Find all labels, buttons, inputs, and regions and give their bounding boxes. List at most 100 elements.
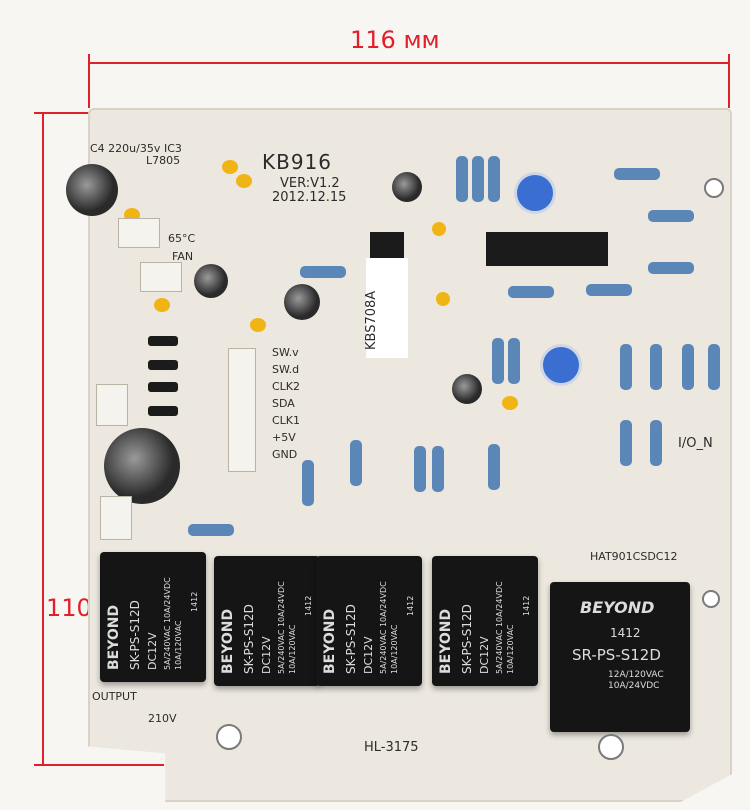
height-dimension-tick-top [34, 112, 90, 114]
resistor [188, 524, 234, 536]
resistor [414, 446, 426, 492]
relay-brand: BEYOND [106, 604, 122, 670]
connector-label: SW.v [272, 346, 299, 359]
trimmer-vr2 [540, 344, 582, 386]
fan-connector [140, 262, 182, 292]
resistor [350, 440, 362, 486]
ceramic-capacitor [154, 298, 170, 312]
c4-capacitor [66, 164, 118, 216]
relay-4: BEYOND SK-PS-S12D DC12V 5A/240VAC 10A/24… [432, 556, 538, 686]
relay-voltage: DC12V [478, 636, 491, 674]
ic1-sticker [366, 258, 408, 358]
diode [148, 336, 178, 346]
diode [148, 360, 178, 370]
relay-brand: BEYOND [438, 608, 454, 674]
resistor [508, 338, 520, 384]
resistor [456, 156, 468, 202]
resistor [488, 444, 500, 490]
connector-label: CLK2 [272, 380, 301, 393]
cap-c4-label: C4 220u/35v [90, 142, 161, 155]
width-dimension-label: 116 мм [350, 26, 440, 54]
relay-code: 1412 [522, 595, 531, 616]
resistor [302, 460, 314, 506]
connector-label: +5V [272, 431, 296, 444]
resistor [682, 344, 694, 390]
cn2-connector [96, 384, 128, 426]
width-dimension-line [88, 62, 730, 64]
relay-model: SK-PS-S12D [344, 604, 358, 674]
mounting-hole [598, 734, 624, 760]
ceramic-capacitor [432, 222, 446, 236]
board-version-label: VER:V1.2 [280, 176, 340, 191]
c7-capacitor [194, 264, 228, 298]
connector-label: SDA [272, 397, 295, 410]
relay-model: SK-PS-S12D [460, 604, 474, 674]
ceramic-capacitor [436, 292, 450, 306]
relay-rating: 5A/240VAC 10A/24VDC 10A/120VAC [163, 577, 183, 670]
cn-connector [100, 496, 132, 540]
relay-model: SK-PS-S12D [242, 604, 256, 674]
resistor [648, 210, 694, 222]
relay-2: BEYOND SK-PS-S12D DC12V 5A/240VAC 10A/24… [214, 556, 320, 686]
resistor [620, 344, 632, 390]
cn5-connector [118, 218, 160, 248]
trimmer-vr1 [514, 172, 556, 214]
main-relay: BEYOND 1412 SR-PS-S12D 12A/120VAC 10A/24… [550, 582, 690, 732]
height-dimension-line [42, 112, 44, 764]
resistor [614, 168, 660, 180]
ic1-sticker-text: KBS708A [364, 290, 379, 350]
connector-label: CLK1 [272, 414, 301, 427]
output-label: OUTPUT [92, 690, 137, 703]
resistor [488, 156, 500, 202]
resistor [586, 284, 632, 296]
width-dimension-tick-right [728, 54, 730, 108]
regulator-label: L7805 [146, 154, 181, 167]
relay-code: 1412 [406, 595, 415, 616]
relay-voltage: DC12V [362, 636, 375, 674]
ceramic-capacitor [236, 174, 252, 188]
ceramic-capacitor [250, 318, 266, 332]
resistor [472, 156, 484, 202]
relay-code: 1412 [304, 595, 313, 616]
resistor [432, 446, 444, 492]
relay-brand: BEYOND [322, 608, 338, 674]
c11-capacitor [452, 374, 482, 404]
relay-voltage: DC12V [146, 632, 159, 670]
resistor [508, 286, 554, 298]
cn1-connector [228, 348, 256, 472]
mounting-hole [702, 590, 720, 608]
height-dimension-tick-bottom [34, 764, 164, 766]
relay-voltage: DC12V [260, 636, 273, 674]
temp-label: 65°C [168, 232, 196, 245]
ic3-label: IC3 [164, 142, 182, 155]
voltage-label: 210V [148, 712, 177, 725]
main-relay-model: SR-PS-S12D [572, 646, 661, 664]
ceramic-capacitor [222, 160, 238, 174]
relay-code: 1412 [190, 591, 199, 612]
fan-label: FAN [172, 250, 194, 263]
connector-label: SW.d [272, 363, 300, 376]
resistor [620, 420, 632, 466]
resistor [650, 420, 662, 466]
relay-model: SK-PS-S12D [128, 600, 142, 670]
diode [148, 382, 178, 392]
connector-label: GND [272, 448, 298, 461]
relay-rating: 5A/240VAC 10A/24VDC 10A/120VAC [277, 581, 297, 674]
board-bottom-label: HL-3175 [364, 740, 419, 755]
resistor [708, 344, 720, 390]
io-label: I/O_N [678, 436, 713, 451]
main-relay-rating: 12A/120VAC 10A/24VDC [608, 670, 664, 691]
width-dimension-tick-left [88, 54, 90, 108]
main-relay-brand: BEYOND [580, 598, 655, 617]
c13-capacitor [284, 284, 320, 320]
relay-1: BEYOND SK-PS-S12D DC12V 5A/240VAC 10A/24… [100, 552, 206, 682]
relay-brand: BEYOND [220, 608, 236, 674]
relay-3: BEYOND SK-PS-S12D DC12V 5A/240VAC 10A/24… [316, 556, 422, 686]
board-model-label: KB916 [262, 150, 333, 174]
resistor [650, 344, 662, 390]
diode [148, 406, 178, 416]
resistor [648, 262, 694, 274]
connector-label-list: SW.v SW.d CLK2 SDA CLK1 +5V GND [272, 346, 300, 461]
ic2-chip [486, 232, 608, 266]
board-date-label: 2012.12.15 [272, 190, 347, 205]
